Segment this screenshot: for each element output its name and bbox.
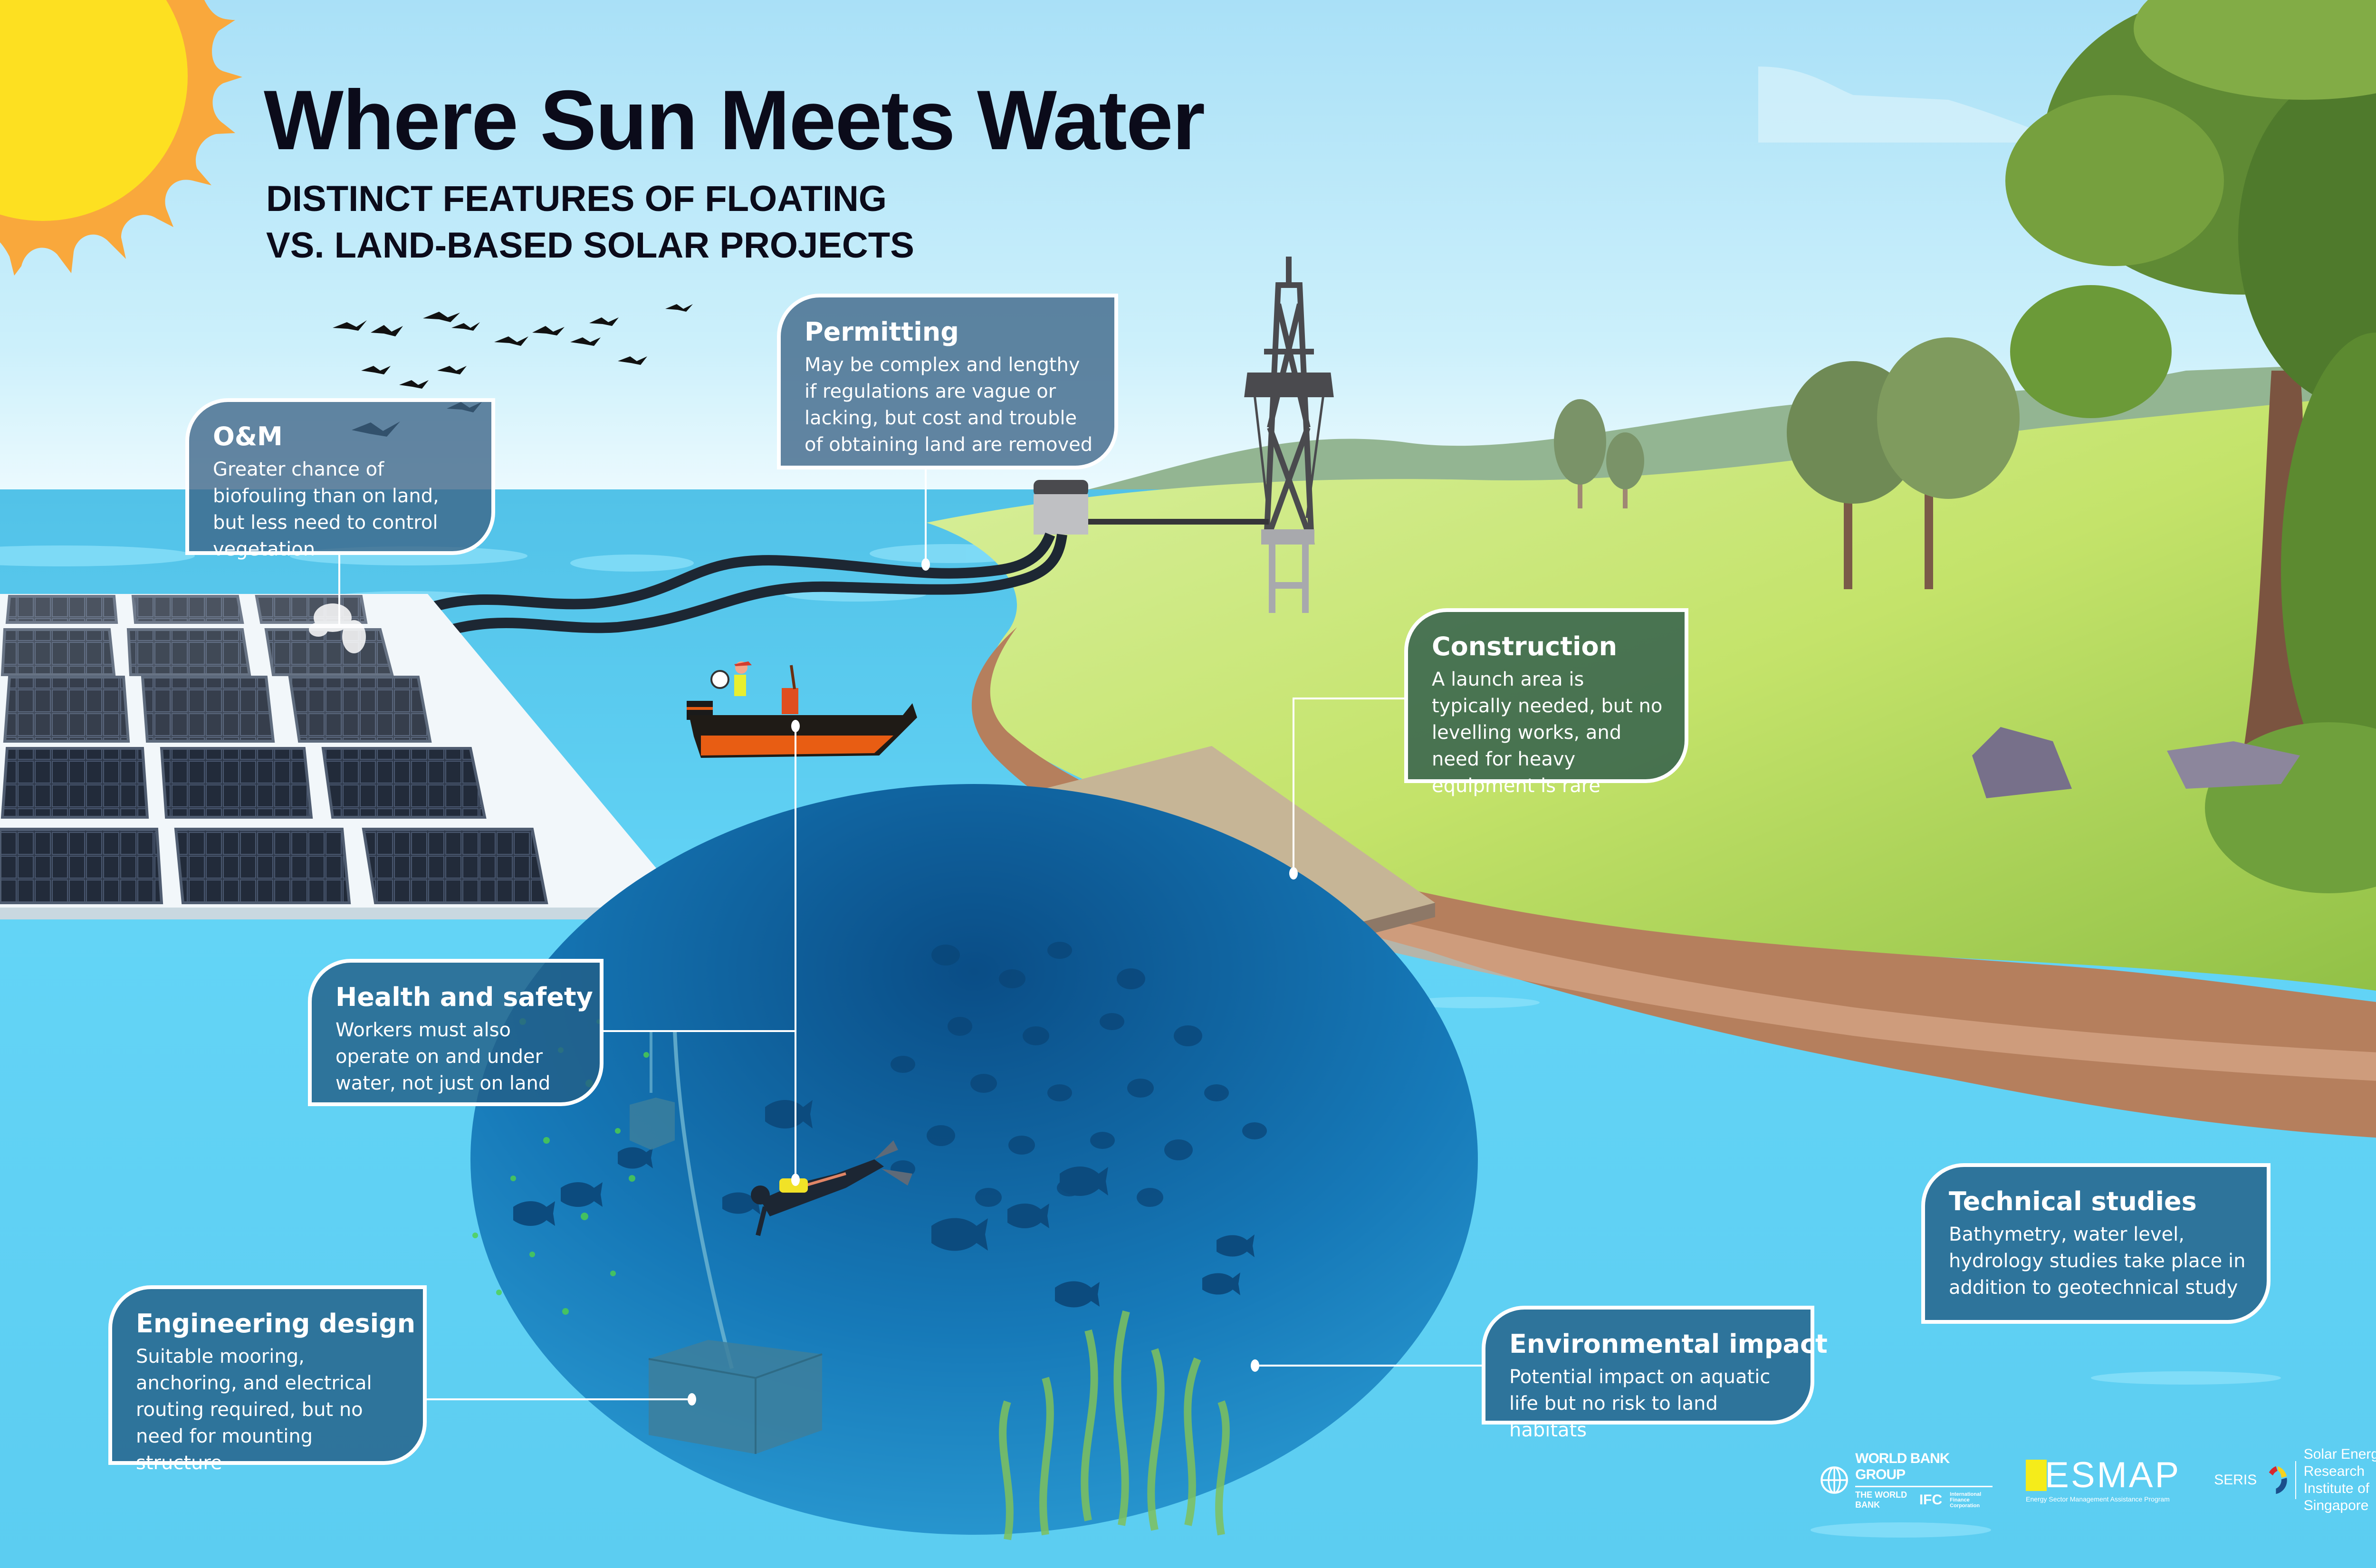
subtitle-line-2: VS. LAND-BASED SOLAR PROJECTS <box>266 225 914 266</box>
inverter-box-icon <box>1034 480 1269 535</box>
leader-engineering <box>425 1398 691 1400</box>
leader-permitting <box>925 468 927 563</box>
callout-technical-studies: Technical studies Bathymetry, water leve… <box>1921 1163 2271 1324</box>
callout-engineering-design: Engineering design Suitable mooring, anc… <box>108 1285 427 1474</box>
logo-seris: SERIS Solar Energy Research Institute of… <box>2214 1446 2376 1514</box>
leader-construction-v <box>1293 698 1294 873</box>
transmission-tower-icon <box>1244 257 1334 545</box>
tower-base <box>1269 542 1309 613</box>
seris-line-2: Institute of Singapore <box>2303 1481 2370 1513</box>
callout-environmental-impact-body: Potential impact on aquatic life but no … <box>1509 1366 1771 1441</box>
callout-construction: Construction A launch area is typically … <box>1404 608 1688 797</box>
seris-abbr: SERIS <box>2214 1472 2257 1488</box>
leader-construction-h <box>1293 698 1407 699</box>
callout-engineering-design-heading: Engineering design <box>136 1309 416 1339</box>
splash <box>309 603 366 653</box>
subtitle-line-1: DISTINCT FEATURES OF FLOATING <box>266 179 887 219</box>
seris-ring-icon <box>2269 1466 2287 1494</box>
callout-environmental-impact-heading: Environmental impact <box>1509 1329 1828 1359</box>
page-subtitle: DISTINCT FEATURES OF FLOATING VS. LAND-B… <box>266 176 914 269</box>
callout-health-safety-heading: Health and safety <box>335 982 593 1012</box>
callout-health-safety-body: Workers must also operate on and under w… <box>335 1019 551 1094</box>
callout-permitting-heading: Permitting <box>805 317 959 347</box>
large-tree <box>2005 0 2376 893</box>
callout-technical-studies-body: Bathymetry, water level, hydrology studi… <box>1949 1224 2246 1299</box>
wbg-ifc-full: International Finance Corporation <box>1950 1491 1982 1509</box>
callout-om-body: Greater chance of biofouling than on lan… <box>213 459 439 560</box>
seris-line-1: Solar Energy Research <box>2303 1446 2376 1479</box>
esmap-name: ESMAP <box>2045 1455 2181 1495</box>
seaweed-icon <box>999 1310 1230 1540</box>
inflatable-boat-icon <box>687 661 917 758</box>
page-title: Where Sun Meets Water <box>264 73 1205 167</box>
callout-construction-heading: Construction <box>1432 631 1618 661</box>
leader-om <box>338 554 340 625</box>
callout-permitting-body: May be complex and lengthy if regulation… <box>805 354 1093 456</box>
esmap-tagline: Energy Sector Management Assistance Prog… <box>2026 1495 2170 1503</box>
callout-technical-studies-heading: Technical studies <box>1949 1186 2197 1216</box>
mooring-anchor-block-icon <box>630 1098 823 1454</box>
callout-environmental-impact: Environmental impact Potential impact on… <box>1482 1306 1828 1441</box>
partner-logos: WORLD BANK GROUP THE WORLD BANK IFC Inte… <box>1820 1446 2376 1513</box>
esmap-square-icon <box>2026 1460 2047 1491</box>
wbg-name: WORLD BANK GROUP <box>1855 1451 1993 1487</box>
scuba-diver-icon <box>751 1140 912 1236</box>
seris-separator <box>2295 1461 2296 1499</box>
logo-world-bank-group: WORLD BANK GROUP THE WORLD BANK IFC Inte… <box>1820 1451 1993 1510</box>
sun-icon <box>0 0 242 276</box>
wbg-ifc: IFC <box>1919 1492 1943 1508</box>
rocks <box>1972 727 2300 798</box>
callout-permitting: Permitting May be complex and lengthy if… <box>777 294 1118 469</box>
floating-solar-array <box>0 594 696 919</box>
callout-engineering-design-body: Suitable mooring, anchoring, and electri… <box>136 1346 372 1474</box>
leader-health-dot-2 <box>791 1174 800 1186</box>
wbg-sub1: THE WORLD BANK <box>1855 1490 1907 1510</box>
callout-om-heading: O&M <box>213 421 283 451</box>
leader-environmental <box>1255 1365 1483 1367</box>
background-trees <box>1554 337 2020 589</box>
world-bank-globe-icon <box>1820 1466 1848 1494</box>
leader-health-v <box>795 722 796 1178</box>
fish-school <box>891 942 1267 1207</box>
cables <box>402 532 1067 644</box>
leader-health-dot <box>791 720 800 732</box>
leader-permitting-dot <box>921 558 930 571</box>
leader-health-h <box>604 1030 796 1032</box>
callout-construction-body: A launch area is typically needed, but n… <box>1432 669 1663 797</box>
underwater-view <box>470 784 1478 1540</box>
leader-construction-dot <box>1289 867 1298 880</box>
leader-engineering-dot <box>688 1393 696 1405</box>
logo-esmap: ESMAP Energy Sector Management Assistanc… <box>2026 1457 2181 1503</box>
leader-environmental-dot <box>1251 1359 1259 1372</box>
callout-health-safety: Health and safety Workers must also oper… <box>308 959 604 1106</box>
fish-icon <box>513 1100 1255 1308</box>
callout-om: O&M Greater chance of biofouling than on… <box>185 398 495 560</box>
